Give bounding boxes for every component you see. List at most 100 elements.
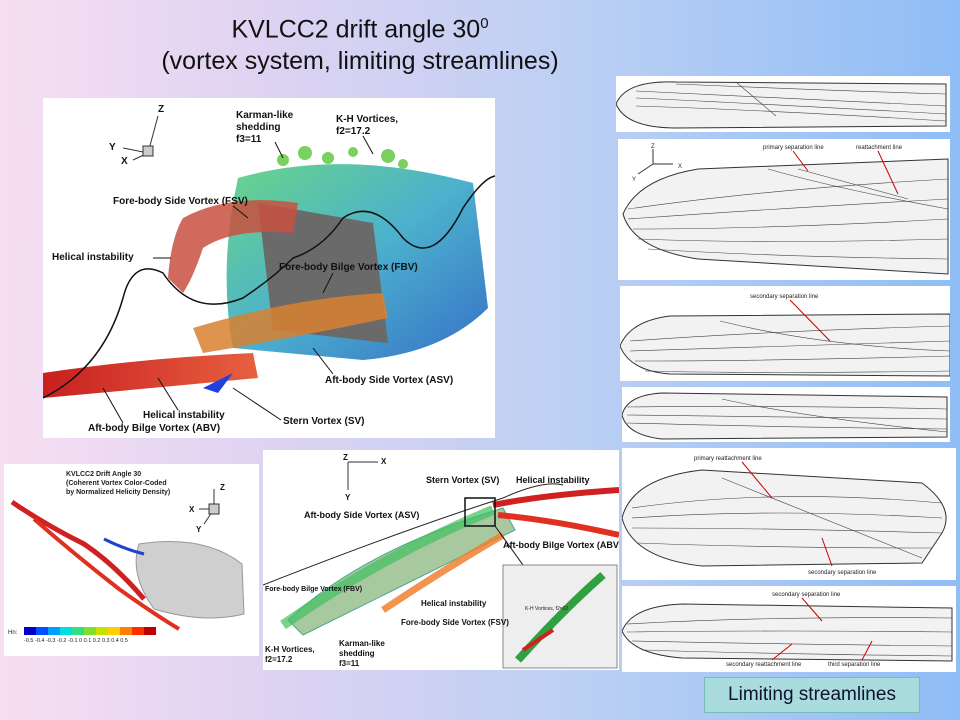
- streamline-panel-2: Z X Y primary separation line reattachme…: [618, 139, 950, 280]
- bottom-label-asv: Aft-body Side Vortex (ASV): [304, 510, 419, 520]
- panel6-hull: [622, 603, 953, 662]
- kh-blobs: [277, 146, 408, 169]
- bottom-inset-hull: [515, 571, 606, 663]
- main-vortex-figure: Z Y X Karman-like shedding f3=11 K-H Vor…: [43, 98, 495, 438]
- helicity-axis-z: Z: [220, 483, 225, 492]
- panel2-reattachment: reattachment line: [856, 145, 903, 151]
- streamline-panel-1: [616, 76, 950, 132]
- bottom-axis-triad: [347, 461, 378, 490]
- bottom-label-karman-1: Karman-like: [339, 639, 385, 648]
- bottom-label-helical-top: Helical instability: [516, 475, 590, 485]
- bottom-inset-label: K-H Vortices, f2=22: [525, 606, 568, 612]
- helicity-vortex-red-2: [32, 517, 181, 631]
- abv-tube: [43, 353, 258, 398]
- bottom-tube-orange: [381, 531, 505, 613]
- bottom-label-sv: Stern Vortex (SV): [426, 475, 499, 485]
- bottom-label-karman-3: f3=11: [339, 659, 360, 668]
- bottom-tube-red-2: [497, 512, 619, 538]
- limiting-streamlines-caption: Limiting streamlines: [704, 677, 920, 713]
- helicity-title-3: by Normalized Helicity Density): [66, 489, 170, 496]
- panel6-third-separation: third separation line: [828, 662, 881, 668]
- label-abv: Aft-body Bilge Vortex (ABV): [88, 423, 220, 434]
- label-asv: Aft-body Side Vortex (ASV): [325, 375, 453, 386]
- panel2-axis-x: X: [678, 164, 682, 170]
- helicity-legend-swatch: [132, 627, 144, 635]
- helicity-legend-swatch: [72, 627, 84, 635]
- helicity-axis-x: X: [189, 505, 195, 514]
- bottom-label-fbv: Fore-body Bilge Vortex (FBV): [265, 586, 362, 593]
- panel6-secondary-reattachment: secondary reattachment line: [726, 662, 802, 668]
- helicity-legend-swatch: [144, 627, 156, 635]
- helicity-hull: [135, 541, 245, 619]
- label-karman-2: shedding: [236, 122, 280, 133]
- asv-tube: [193, 293, 388, 353]
- bottom-label-fsv: Fore-body Side Vortex (FSV): [401, 618, 509, 627]
- helicity-legend-swatch: [108, 627, 120, 635]
- axis-y-label: Y: [109, 142, 116, 153]
- bottom-tube-red: [492, 487, 619, 508]
- label-helical-2: Helical instability: [143, 410, 225, 421]
- label-fsv: Fore-body Side Vortex (FSV): [113, 196, 248, 207]
- label-kh-1: K-H Vortices,: [336, 114, 398, 125]
- helicity-legend-swatch: [36, 627, 48, 635]
- helicity-title-2: (Coherent Vortex Color-Coded: [66, 480, 167, 487]
- label-fbv: Fore-body Bilge Vortex (FBV): [279, 262, 418, 273]
- panel2-primary-separation: primary separation line: [763, 145, 824, 151]
- streamline-panel-3: secondary separation line: [620, 286, 950, 381]
- helicity-vortex-red: [10, 499, 146, 601]
- label-kh-2: f2=17.2: [336, 126, 371, 137]
- axis-triad: [122, 115, 159, 161]
- helicity-legend-swatch: [24, 627, 36, 635]
- panel3-hull: [620, 313, 950, 377]
- panel5-primary-reattachment: primary reattachment line: [694, 456, 762, 462]
- helicity-figure: KVLCC2 Drift Angle 30 (Coherent Vortex C…: [4, 464, 259, 656]
- bottom-label-kh-1: K-H Vortices,: [265, 645, 315, 654]
- streamline-panel-5: primary reattachment line secondary sepa…: [622, 448, 956, 580]
- bottom-vortex-svg: K-H Vortices, f2=22 Z X Y Stern Vortex (…: [263, 453, 619, 669]
- vortex-path-line: [43, 175, 495, 399]
- bottom-axis-z: Z: [343, 453, 348, 462]
- label-karman-3: f3=11: [236, 134, 262, 145]
- bottom-label-karman-2: shedding: [339, 649, 375, 658]
- leader-lines: [102, 135, 374, 424]
- bottom-vortex-figure: K-H Vortices, f2=22 Z X Y Stern Vortex (…: [263, 450, 619, 670]
- bottom-zoom-box: [464, 497, 496, 527]
- helicity-axis-y: Y: [196, 525, 202, 534]
- main-vortex-svg: Z Y X Karman-like shedding f3=11 K-H Vor…: [43, 104, 495, 434]
- panel3-secondary-separation: secondary separation line: [750, 294, 819, 300]
- panel2-axis-z: Z: [651, 144, 655, 150]
- label-helical-1: Helical instability: [52, 252, 134, 263]
- title-line-2: (vortex system, limiting streamlines): [161, 47, 559, 76]
- axis-x-label: X: [121, 156, 128, 167]
- helicity-legend-ticks: -0.5 -0.4 -0.3 -0.2 -0.1 0 0.1 0.2 0.3 0…: [24, 638, 128, 644]
- panel4-hull: [622, 392, 948, 440]
- panel6-secondary-separation: secondary separation line: [772, 592, 841, 598]
- helicity-title-1: KVLCC2 Drift Angle 30: [66, 471, 141, 478]
- helicity-legend-swatch: [48, 627, 60, 635]
- helicity-legend-swatch: [60, 627, 72, 635]
- bottom-axis-y: Y: [345, 493, 351, 502]
- helicity-vortex-blue: [103, 537, 145, 556]
- helicity-axis-triad: [199, 489, 220, 525]
- label-sv: Stern Vortex (SV): [283, 416, 365, 427]
- panel2-hull: [622, 158, 949, 275]
- panel2-axis-y: Y: [632, 177, 636, 183]
- panel2-axes: [637, 149, 673, 175]
- sv-blade: [203, 373, 233, 393]
- bottom-hull: [287, 507, 516, 636]
- label-karman-1: Karman-like: [236, 110, 294, 121]
- streamline-panel-4: [622, 387, 950, 442]
- bottom-label-kh-2: f2=17.2: [265, 655, 293, 664]
- bottom-label-abv: Aft-body Bilge Vortex (ABV): [503, 540, 619, 550]
- helicity-legend-swatch: [120, 627, 132, 635]
- axis-z-label: Z: [158, 104, 164, 115]
- helicity-legend-bars: [24, 627, 156, 635]
- title-line-1: KVLCC2 drift angle 30: [231, 15, 481, 44]
- panel5-hull: [622, 469, 947, 567]
- slide-title: KVLCC2 drift angle 300 (vortex system, l…: [0, 8, 720, 77]
- helicity-svg: KVLCC2 Drift Angle 30 (Coherent Vortex C…: [8, 471, 245, 644]
- helicity-legend-swatch: [84, 627, 96, 635]
- streamline-panel-6: secondary separation line secondary reat…: [622, 586, 956, 672]
- panel5-secondary-separation: secondary separation line: [808, 570, 877, 576]
- bottom-limit-line: [263, 483, 564, 586]
